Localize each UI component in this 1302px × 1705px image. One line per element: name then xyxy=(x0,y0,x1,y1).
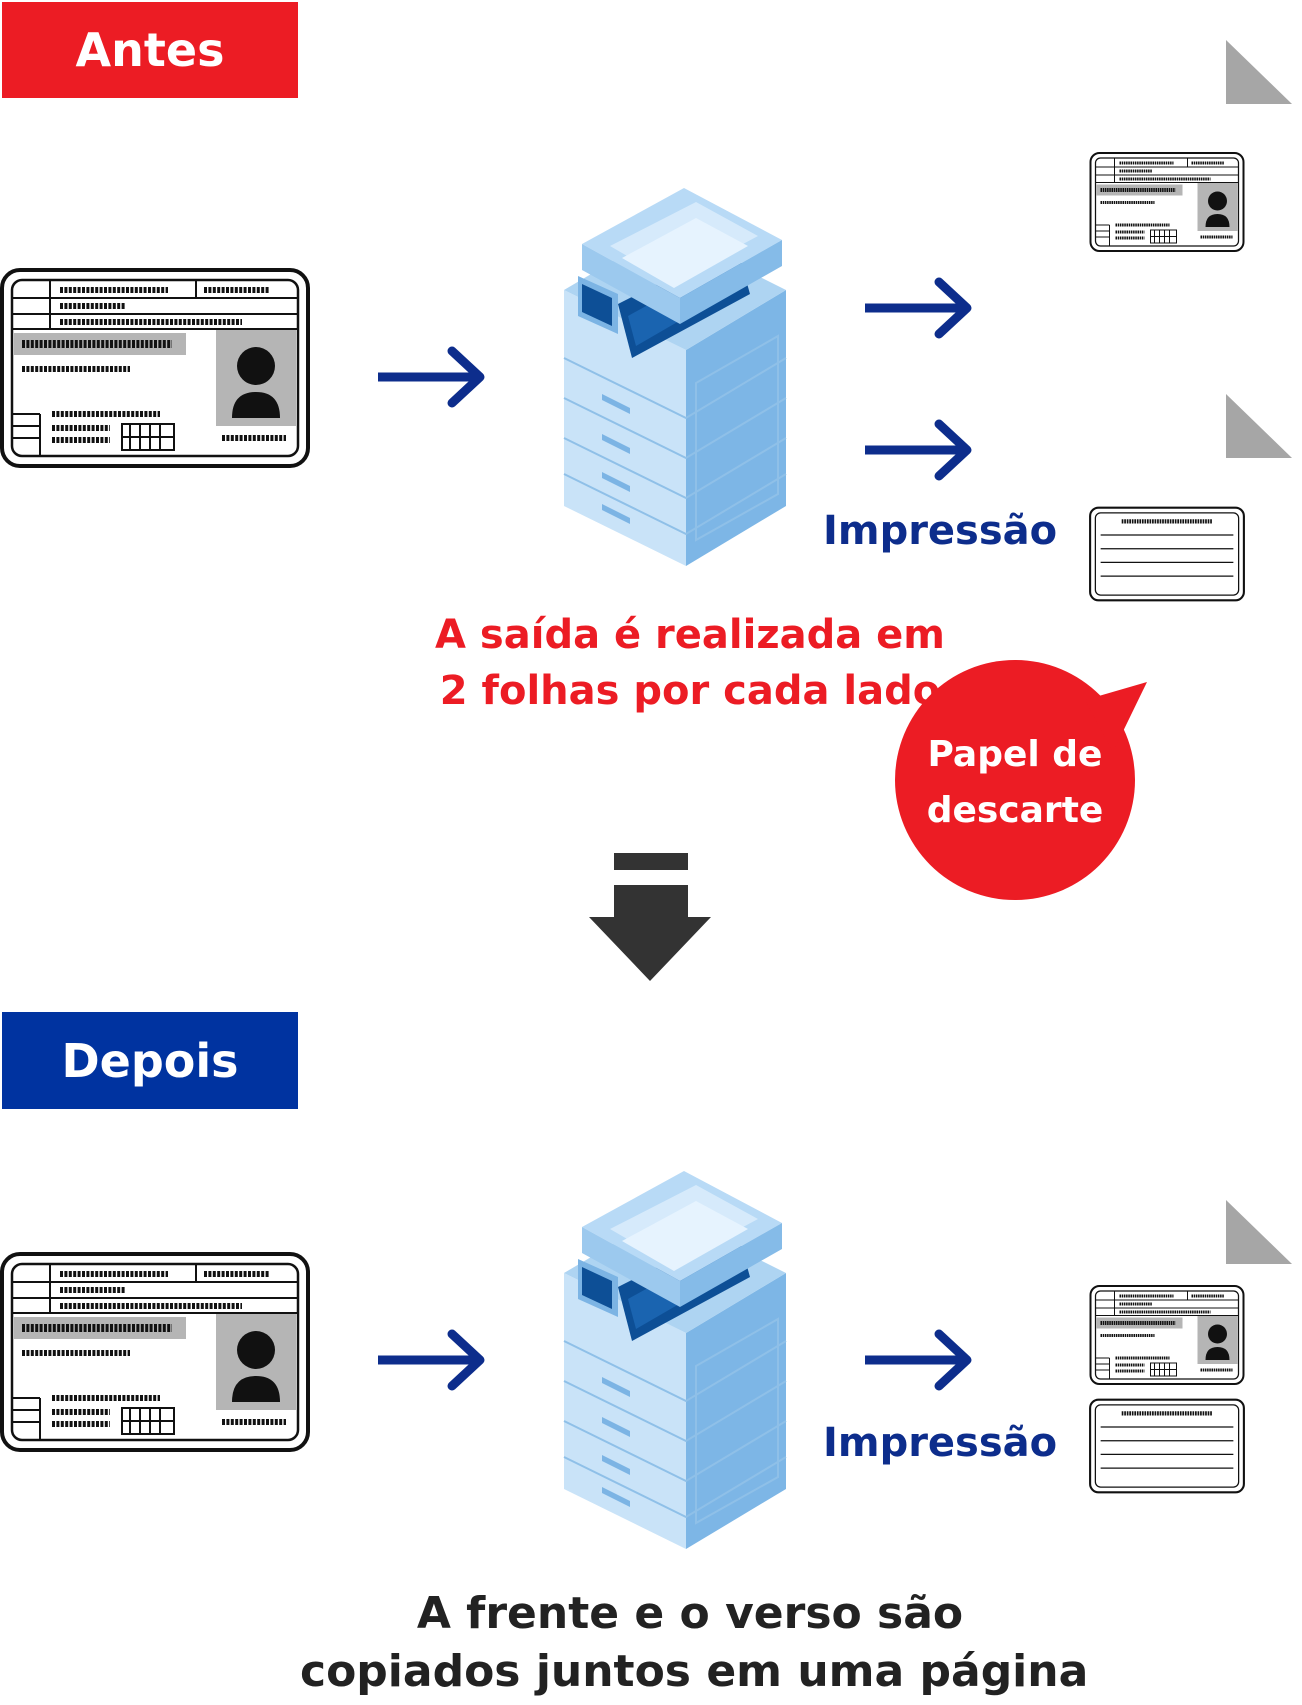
before-print-label: Impressão xyxy=(823,508,1058,554)
id-card-front-icon xyxy=(0,1252,310,1452)
after-tag-label: Depois xyxy=(61,1033,239,1088)
before-caption: A saída é realizada em 2 folhas por cada… xyxy=(420,607,960,719)
arrow-right-icon xyxy=(378,1328,488,1392)
paper-sheet-icon xyxy=(1226,1200,1292,1264)
after-tag: Depois xyxy=(2,1012,298,1109)
after-caption: A frente e o verso são copiados juntos e… xyxy=(300,1585,1089,1701)
id-card-back-icon xyxy=(1088,1397,1246,1495)
before-tag-label: Antes xyxy=(75,23,225,77)
speech-bubble-icon xyxy=(895,660,1147,900)
before-tag: Antes xyxy=(2,2,298,98)
paper-sheet-icon xyxy=(1226,40,1292,104)
paper-sheet-icon xyxy=(1226,394,1292,458)
arrow-right-icon xyxy=(865,1328,975,1392)
id-card-front-icon xyxy=(1088,1285,1246,1385)
discard-bubble-text: Papel de descarte xyxy=(895,727,1135,839)
after-print-label: Impressão xyxy=(823,1420,1058,1466)
down-arrow-icon xyxy=(589,853,711,981)
before-caption-line1: A saída é realizada em xyxy=(435,612,945,658)
id-card-back-icon xyxy=(1088,505,1246,603)
before-caption-line2: 2 folhas por cada lado xyxy=(439,668,941,714)
arrow-right-icon xyxy=(378,345,488,409)
after-caption-line2: copiados juntos em uma página xyxy=(300,1646,1089,1697)
arrow-right-icon xyxy=(865,418,975,482)
multifunction-printer-icon xyxy=(558,1158,788,1564)
id-card-front-icon xyxy=(0,268,310,468)
after-caption-line1: A frente e o verso são xyxy=(416,1588,964,1639)
arrow-right-icon xyxy=(865,276,975,340)
id-card-front-icon xyxy=(1088,152,1246,252)
multifunction-printer-icon xyxy=(558,175,788,581)
bubble-line1: Papel de xyxy=(927,734,1103,775)
bubble-line2: descarte xyxy=(926,790,1104,831)
